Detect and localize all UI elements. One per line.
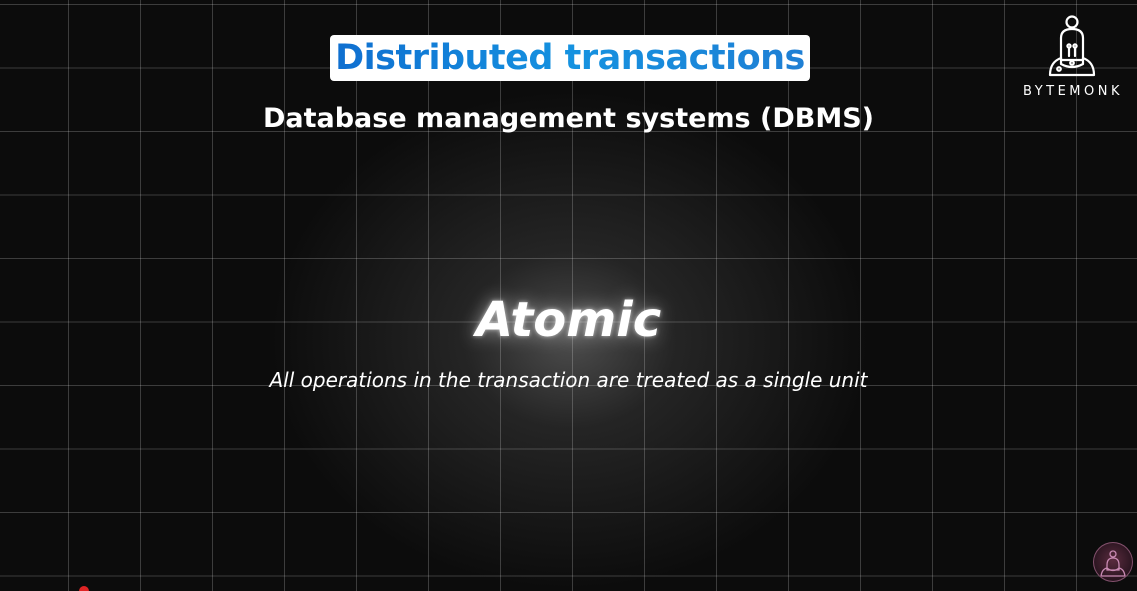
title-badge: Distributed transactions: [330, 35, 810, 81]
progress-indicator[interactable]: [79, 586, 89, 591]
monk-avatar-icon: [1100, 550, 1126, 577]
slide-subtitle: Database management systems (DBMS): [262, 103, 875, 134]
concept-heading: Atomic: [475, 292, 662, 348]
monk-icon: [1048, 15, 1096, 77]
concept-description: All operations in the transaction are tr…: [269, 368, 868, 392]
slide-title: Distributed transactions: [335, 38, 805, 78]
bytemonk-logo: BYTEMONK: [1018, 12, 1130, 104]
brand-name: BYTEMONK: [1022, 84, 1123, 99]
channel-avatar[interactable]: [1093, 542, 1133, 582]
